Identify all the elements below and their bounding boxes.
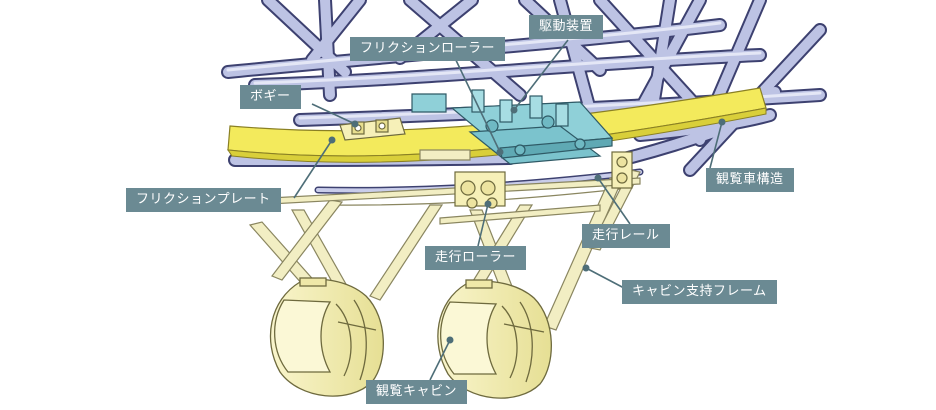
label-wheel-structure: 観覧車構造: [706, 168, 794, 192]
label-friction-roller: フリクションローラー: [350, 37, 506, 61]
label-drive-unit: 駆動装置: [529, 15, 604, 39]
label-bogie: ボギー: [240, 85, 301, 109]
leader-dots: [328, 106, 726, 344]
label-running-roller: 走行ローラー: [425, 246, 527, 270]
label-cabin-support-frame: キャビン支持フレーム: [622, 280, 777, 304]
leader-lines: [293, 39, 723, 381]
label-cabin: 観覧キャビン: [366, 380, 468, 404]
running-roller-assembly: [454, 151, 633, 209]
label-running-rail: 走行レール: [582, 224, 670, 248]
label-friction-plate: フリクションプレート: [126, 188, 281, 212]
cabin-right: [437, 279, 552, 399]
cabin-left: [269, 277, 384, 397]
